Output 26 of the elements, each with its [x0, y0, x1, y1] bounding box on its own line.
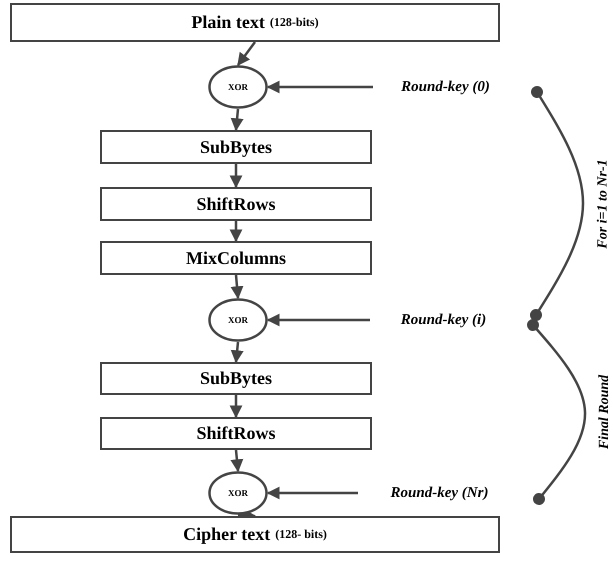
- process-box: ShiftRows: [100, 417, 372, 450]
- xor-circle: XOR: [208, 65, 268, 109]
- xor-circle: XOR: [208, 471, 268, 515]
- process-box: SubBytes: [100, 362, 372, 395]
- process-box: Plain text (128-bits): [10, 3, 500, 42]
- arrow: [237, 41, 256, 66]
- process-box: ShiftRows: [100, 187, 372, 221]
- round-connector: [527, 319, 586, 505]
- key-label: Round-key (i): [370, 309, 517, 331]
- process-box: SubBytes: [100, 130, 372, 164]
- arrow: [230, 342, 244, 364]
- key-label: Round-key (0): [373, 76, 518, 98]
- arrow: [230, 221, 242, 242]
- round-connector: [530, 86, 584, 321]
- xor-circle: XOR: [208, 298, 268, 342]
- arrow: [230, 395, 242, 418]
- arrow: [230, 450, 244, 472]
- arrow: [230, 164, 242, 188]
- arrow: [266, 80, 373, 94]
- arrow: [266, 486, 358, 500]
- arrow: [230, 274, 244, 300]
- arrow: [266, 314, 370, 326]
- process-box: Cipher text (128- bits): [10, 516, 500, 553]
- process-box: MixColumns: [100, 241, 372, 275]
- arrow: [230, 108, 244, 132]
- key-label: Round-key (Nr): [358, 482, 521, 504]
